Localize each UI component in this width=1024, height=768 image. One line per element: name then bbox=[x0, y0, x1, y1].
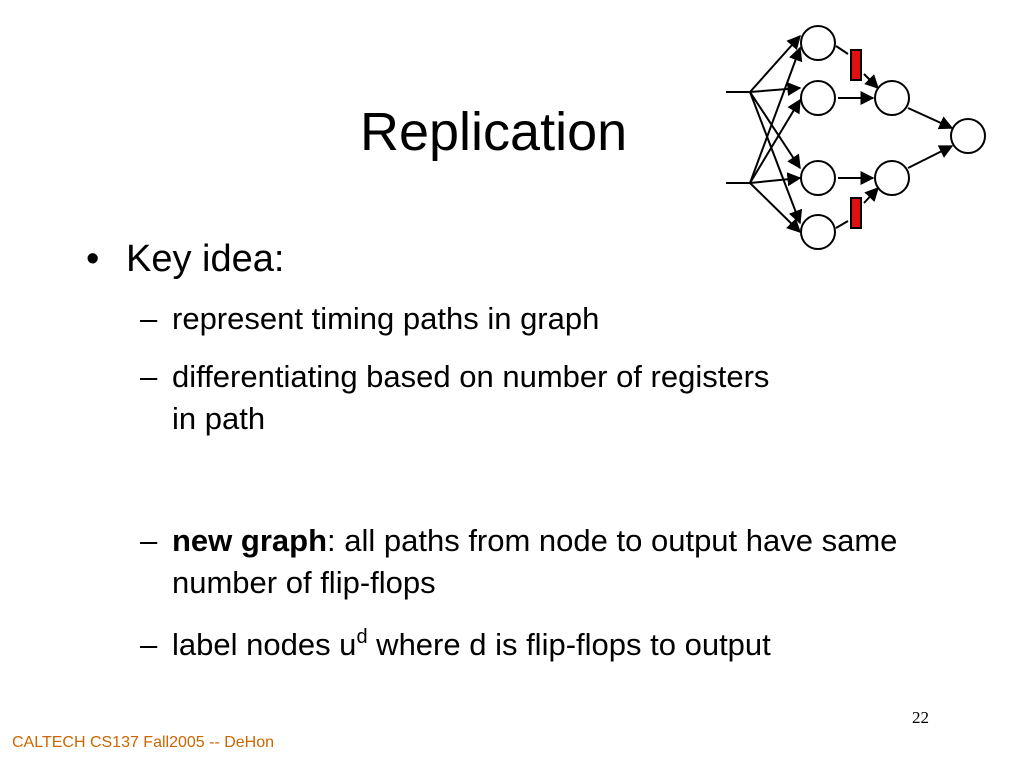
superscript: d bbox=[356, 626, 368, 648]
dash: – bbox=[140, 301, 158, 336]
subitem-text: new graph: all paths from node to output… bbox=[172, 520, 930, 604]
dash: – bbox=[140, 627, 158, 662]
edge bbox=[749, 91, 803, 225]
subitem-text-after: where d is flip-flops to output bbox=[367, 627, 771, 662]
bold-term: new graph bbox=[172, 523, 328, 558]
edge bbox=[749, 98, 801, 184]
graph-node bbox=[800, 80, 836, 116]
graph-node bbox=[800, 25, 836, 61]
graph-node bbox=[800, 214, 836, 250]
edge bbox=[863, 186, 879, 204]
slide-title: Replication bbox=[360, 102, 628, 162]
subitem-text-before: label nodes u bbox=[172, 627, 357, 662]
register-icon bbox=[850, 49, 862, 81]
subitem-represent-timing: – represent timing paths in graph bbox=[140, 298, 960, 340]
subitem-differentiating: – differentiating based on number of reg… bbox=[140, 356, 800, 440]
output-node bbox=[950, 118, 986, 154]
dash: – bbox=[140, 359, 158, 394]
bullet-text: Key idea: bbox=[126, 238, 285, 280]
subitem-text: label nodes ud where d is flip-flops to … bbox=[172, 624, 840, 666]
edge bbox=[835, 220, 849, 229]
edge bbox=[749, 182, 801, 233]
subitem-text-rest: : all paths from node to output have sam… bbox=[172, 523, 898, 600]
page-number: 22 bbox=[912, 708, 929, 727]
graph-node bbox=[874, 160, 910, 196]
subitem-new-graph: – new graph: all paths from node to outp… bbox=[140, 520, 930, 604]
edge bbox=[749, 82, 802, 96]
replication-graph-diagram bbox=[726, 25, 986, 250]
footer-text: CALTECH CS137 Fall2005 -- DeHon bbox=[12, 734, 275, 751]
edge bbox=[835, 45, 849, 55]
bullet-marker: • bbox=[86, 238, 100, 280]
subitem-text: differentiating based on number of regis… bbox=[172, 359, 770, 436]
edge bbox=[749, 34, 801, 93]
edge bbox=[749, 91, 801, 170]
edge bbox=[749, 46, 803, 184]
edge bbox=[863, 73, 879, 89]
subitem-label-nodes: – label nodes ud where d is flip-flops t… bbox=[140, 624, 840, 666]
graph-node bbox=[874, 80, 910, 116]
bullet-key-idea: • Key idea: bbox=[86, 236, 284, 282]
edge bbox=[907, 107, 954, 130]
edge bbox=[907, 145, 954, 169]
graph-node bbox=[800, 160, 836, 196]
subitem-text: represent timing paths in graph bbox=[172, 301, 600, 336]
edge bbox=[749, 172, 802, 187]
register-icon bbox=[850, 197, 862, 229]
dash: – bbox=[140, 523, 158, 558]
